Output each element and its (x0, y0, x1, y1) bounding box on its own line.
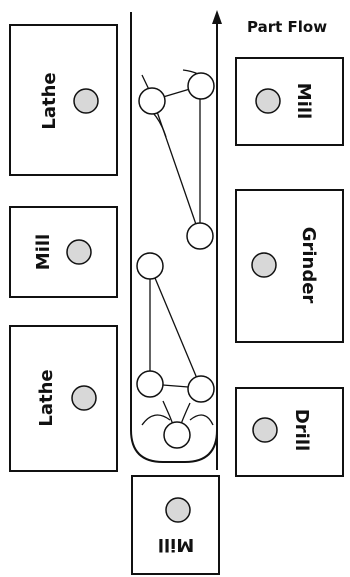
machine-left-lathe-top: Lathe (9, 24, 118, 176)
operator-path-lower (141, 265, 214, 433)
machine-label: Mill (158, 534, 194, 555)
machine-right-drill: Drill (235, 387, 344, 477)
machine-left-lathe-bottom: Lathe (9, 325, 118, 472)
machine-bottom-mill: Mill (131, 475, 220, 575)
operator-station (136, 370, 164, 398)
part-flow-label: Part Flow (247, 18, 327, 36)
station-icon (66, 239, 92, 265)
station-icon (71, 385, 97, 411)
part-flow-arrowhead (212, 10, 222, 24)
operator-station (138, 87, 166, 115)
machine-label: Mill (293, 83, 314, 119)
operator-station (136, 252, 164, 280)
station-icon (165, 497, 191, 523)
machine-label: Grinder (298, 227, 319, 304)
station-icon (73, 88, 99, 114)
machine-right-mill: Mill (235, 57, 344, 146)
operator-station (186, 222, 214, 250)
station-icon (255, 88, 281, 114)
operator-station (187, 72, 215, 100)
machine-label: Drill (291, 409, 312, 451)
machine-label: Lathe (36, 369, 57, 426)
machine-right-grinder: Grinder (235, 189, 344, 343)
operator-station (163, 421, 191, 449)
station-icon (251, 252, 277, 278)
machine-left-mill: Mill (9, 206, 118, 298)
machine-label: Mill (33, 234, 54, 270)
machine-label: Lathe (39, 72, 60, 129)
station-icon (252, 417, 278, 443)
cell-path-left-wall (130, 12, 218, 463)
operator-station (187, 375, 215, 403)
